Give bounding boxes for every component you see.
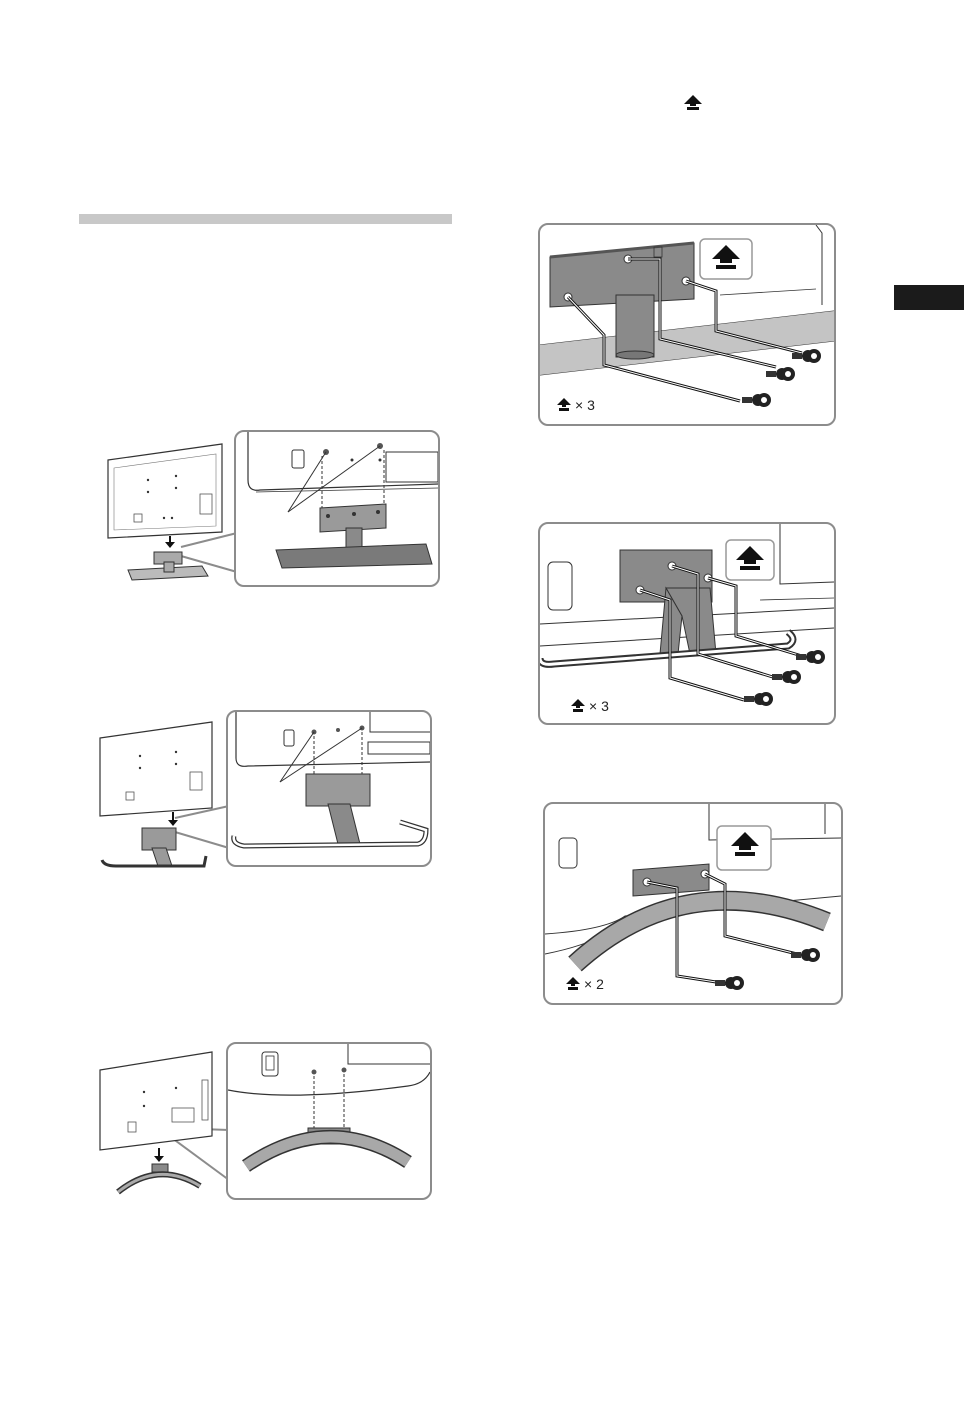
screw-fastening-diagram-3 xyxy=(545,804,841,1003)
screw-detail-panel-3: × 2 xyxy=(543,802,843,1005)
stand-attach-diagram-2 xyxy=(228,712,430,865)
screw-fastening-diagram-1 xyxy=(540,225,834,424)
screw-head-icon xyxy=(556,398,572,412)
stand-attach-diagram-3 xyxy=(228,1044,430,1198)
screw-icon-2 xyxy=(766,367,795,381)
side-index-tab xyxy=(894,285,964,310)
tv-rear-thumbnail-3 xyxy=(96,1050,218,1198)
screw-fastening-diagram-2 xyxy=(540,524,834,723)
screw-icon-7 xyxy=(715,976,744,990)
screw-head-icon xyxy=(570,699,586,713)
stand-attach-diagram-1 xyxy=(236,432,438,585)
screw-count-text: × 3 xyxy=(575,397,595,413)
detail-panel-2 xyxy=(226,710,432,867)
detail-panel-1 xyxy=(234,430,440,587)
screw-icon-6 xyxy=(796,650,825,664)
screw-icon-4 xyxy=(744,692,773,706)
screw-detail-panel-2: × 3 xyxy=(538,522,836,725)
screw-icon-5 xyxy=(772,670,801,684)
screw-count-text: × 3 xyxy=(589,698,609,714)
tv-rear-thumbnail-1 xyxy=(104,442,230,584)
screw-icon-8 xyxy=(791,948,820,962)
section-divider xyxy=(79,214,452,224)
screw-icon-1 xyxy=(742,393,771,407)
tv-rear-thumbnail-2 xyxy=(96,720,218,872)
detail-panel-3 xyxy=(226,1042,432,1200)
screw-count-label-1: × 3 xyxy=(556,397,595,413)
screw-count-text: × 2 xyxy=(584,976,604,992)
screw-head-icon xyxy=(565,977,581,991)
screw-detail-panel-1: × 3 xyxy=(538,223,836,426)
screw-count-label-2: × 3 xyxy=(570,698,609,714)
screw-count-label-3: × 2 xyxy=(565,976,604,992)
screw-head-up-arrow-icon xyxy=(682,94,704,112)
